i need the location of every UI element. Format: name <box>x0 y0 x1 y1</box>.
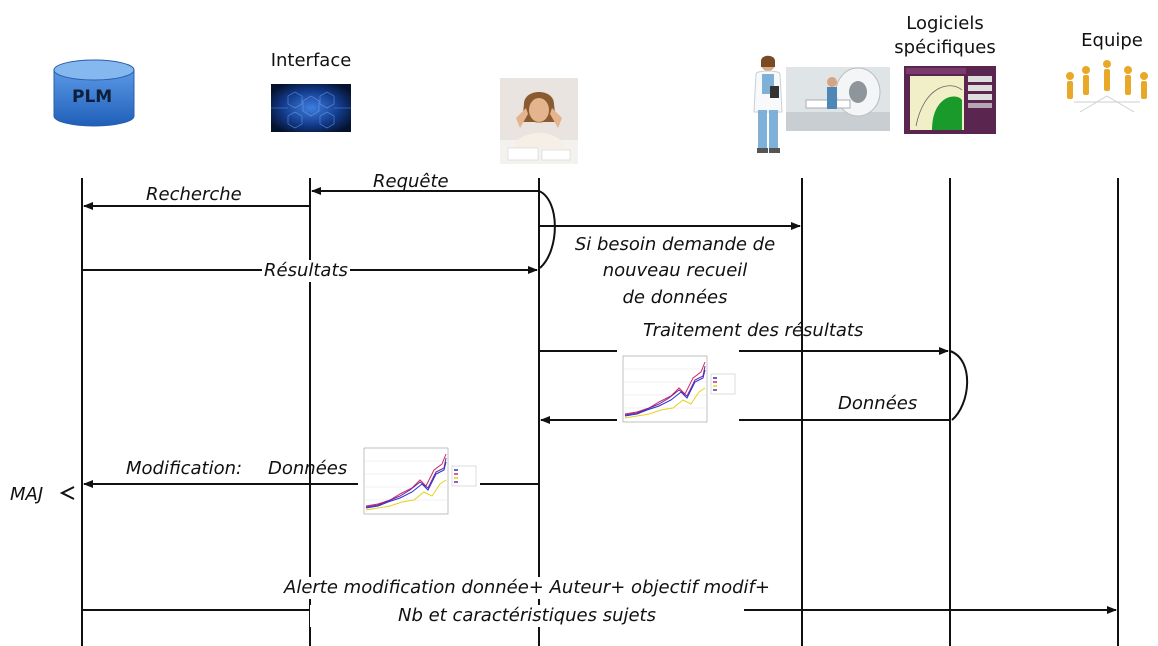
label-recherche: Recherche <box>146 184 242 205</box>
line-chart-thumbnail-icon <box>617 348 739 434</box>
database-icon <box>53 59 135 127</box>
plm-label: PLM <box>72 87 113 107</box>
label-si-besoin-line1: Si besoin demande de <box>574 234 776 255</box>
line-chart-thumbnail-icon <box>358 440 480 526</box>
stressed-person-icon <box>500 78 578 164</box>
circuit-board-icon <box>271 84 351 132</box>
label-donnees-left: Données <box>268 458 348 479</box>
medical-staff-icon <box>753 55 890 153</box>
label-si-besoin-line2: nouveau recueil <box>602 260 748 281</box>
label-resultats: Résultats <box>262 260 350 282</box>
logiciels-label-line1: Logiciels <box>906 13 984 34</box>
arrow-loop-user <box>538 190 556 269</box>
logiciels-label-line2: spécifiques <box>894 37 996 58</box>
team-network-icon <box>1066 60 1148 113</box>
label-si-besoin-line3: de données <box>622 287 728 308</box>
arrow-loop-software <box>949 350 969 421</box>
label-donnees-right: Données <box>838 393 918 414</box>
label-requete: Requête <box>373 171 449 192</box>
interface-label: Interface <box>270 50 352 71</box>
label-alerte-line2: Nb et caractéristiques sujets <box>310 605 744 627</box>
label-modification: Modification: <box>126 458 243 479</box>
label-traitement: Traitement des résultats <box>643 320 864 341</box>
maj-bracket <box>59 486 75 500</box>
software-screen-icon <box>904 66 996 134</box>
label-alerte-line1: Alerte modification donnée+ Auteur+ obje… <box>255 577 799 599</box>
equipe-label: Equipe <box>1081 30 1143 51</box>
label-maj: MAJ <box>10 484 44 505</box>
